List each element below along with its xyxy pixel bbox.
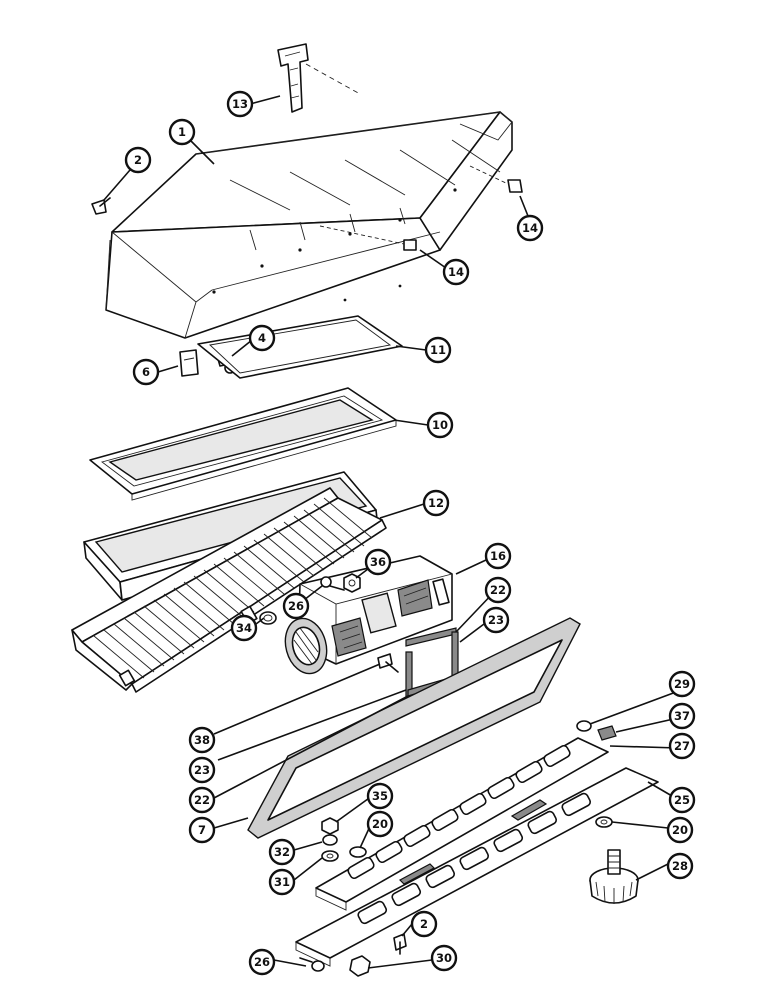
svg-text:23: 23 — [194, 763, 210, 777]
svg-text:7: 7 — [198, 823, 206, 837]
callout-22-upper: 22 — [484, 576, 512, 604]
part-26-screw-top — [320, 576, 345, 591]
callout-2-top: 2 — [124, 146, 152, 174]
svg-text:34: 34 — [236, 621, 252, 635]
svg-text:20: 20 — [672, 823, 688, 837]
part-20-washer-left — [349, 846, 367, 858]
callout-32: 32 — [268, 838, 296, 866]
callout-29: 29 — [668, 670, 696, 698]
svg-text:22: 22 — [490, 583, 506, 597]
callout-16: 16 — [484, 542, 512, 570]
svg-text:14: 14 — [522, 221, 538, 235]
svg-text:20: 20 — [372, 817, 388, 831]
part-35-nut — [321, 817, 339, 835]
svg-text:2: 2 — [134, 153, 142, 167]
svg-text:16: 16 — [490, 549, 506, 563]
callout-6: 6 — [132, 358, 160, 386]
callout-25: 25 — [668, 786, 696, 814]
svg-text:10: 10 — [432, 418, 448, 432]
callout-1: 1 — [168, 118, 196, 146]
svg-text:26: 26 — [254, 955, 270, 969]
svg-text:25: 25 — [674, 793, 690, 807]
part-34-grommet — [259, 611, 277, 625]
callout-23-upper: 23 — [482, 606, 510, 634]
callout-20-right: 20 — [666, 816, 694, 844]
svg-text:36: 36 — [370, 555, 386, 569]
part-37-clip — [597, 725, 617, 741]
part-12-grille-tray — [71, 487, 387, 693]
callouts: 13 1 2 14 14 4 6 11 — [124, 90, 696, 976]
callout-4: 4 — [248, 324, 276, 352]
part-30-bolt — [349, 955, 371, 977]
callout-14-right: 14 — [516, 214, 544, 242]
callout-22-lower: 22 — [188, 786, 216, 814]
callout-28: 28 — [666, 852, 694, 880]
part-25-louver-plate — [295, 767, 659, 967]
svg-text:32: 32 — [274, 845, 290, 859]
svg-text:4: 4 — [258, 331, 266, 345]
svg-text:31: 31 — [274, 875, 290, 889]
part-32-washer — [322, 834, 338, 846]
screw-2-top — [91, 197, 111, 215]
part-36-nut — [343, 573, 361, 593]
part-7-gasket — [247, 617, 581, 839]
part-6-clip — [179, 349, 199, 377]
callout-38: 38 — [188, 726, 216, 754]
callout-10: 10 — [426, 411, 454, 439]
callout-2-bottom: 2 — [410, 910, 438, 938]
svg-text:26: 26 — [288, 599, 304, 613]
svg-text:29: 29 — [674, 677, 690, 691]
pin-14-middle — [319, 225, 417, 251]
part-38-screw — [377, 653, 399, 673]
svg-text:12: 12 — [428, 496, 444, 510]
callout-14-middle: 14 — [442, 258, 470, 286]
callout-11: 11 — [424, 336, 452, 364]
callout-27: 27 — [668, 732, 696, 760]
part-1-housing — [105, 111, 513, 339]
part-16-blower — [284, 555, 453, 675]
svg-text:6: 6 — [142, 365, 150, 379]
part-13-bracket — [277, 43, 361, 113]
callout-23-lower: 23 — [188, 756, 216, 784]
svg-text:22: 22 — [194, 793, 210, 807]
part-29-nut — [576, 720, 592, 732]
callout-13: 13 — [226, 90, 254, 118]
part-20-washer-right — [595, 816, 613, 828]
svg-text:27: 27 — [674, 739, 690, 753]
svg-text:23: 23 — [488, 613, 504, 627]
part-10-filter — [89, 387, 397, 501]
svg-text:38: 38 — [194, 733, 210, 747]
svg-text:35: 35 — [372, 789, 388, 803]
callout-34: 34 — [230, 614, 258, 642]
callout-7: 7 — [188, 816, 216, 844]
svg-text:14: 14 — [448, 265, 464, 279]
callout-37: 37 — [668, 702, 696, 730]
pin-14-right — [469, 165, 523, 193]
part-28-knob — [589, 849, 639, 904]
svg-text:37: 37 — [674, 709, 690, 723]
part-2-screw-bottom — [393, 933, 407, 955]
callout-36: 36 — [364, 548, 392, 576]
svg-text:11: 11 — [430, 343, 446, 357]
callout-12: 12 — [422, 489, 450, 517]
svg-text:28: 28 — [672, 859, 688, 873]
svg-text:13: 13 — [232, 97, 248, 111]
callout-26-top: 26 — [282, 592, 310, 620]
part-31-washer — [321, 850, 339, 862]
svg-text:30: 30 — [436, 951, 452, 965]
svg-text:1: 1 — [178, 125, 186, 139]
part-27-louver-plate — [315, 737, 609, 911]
callout-20-left: 20 — [366, 810, 394, 838]
callout-26-bottom: 26 — [248, 948, 276, 976]
callout-35: 35 — [366, 782, 394, 810]
part-23-seal-right — [451, 631, 459, 677]
part-11-gasket — [197, 315, 403, 379]
svg-text:2: 2 — [420, 917, 428, 931]
callout-30: 30 — [430, 944, 458, 972]
leader-lines — [103, 95, 679, 969]
callout-31: 31 — [268, 868, 296, 896]
part-26-screw-bottom — [299, 957, 325, 972]
